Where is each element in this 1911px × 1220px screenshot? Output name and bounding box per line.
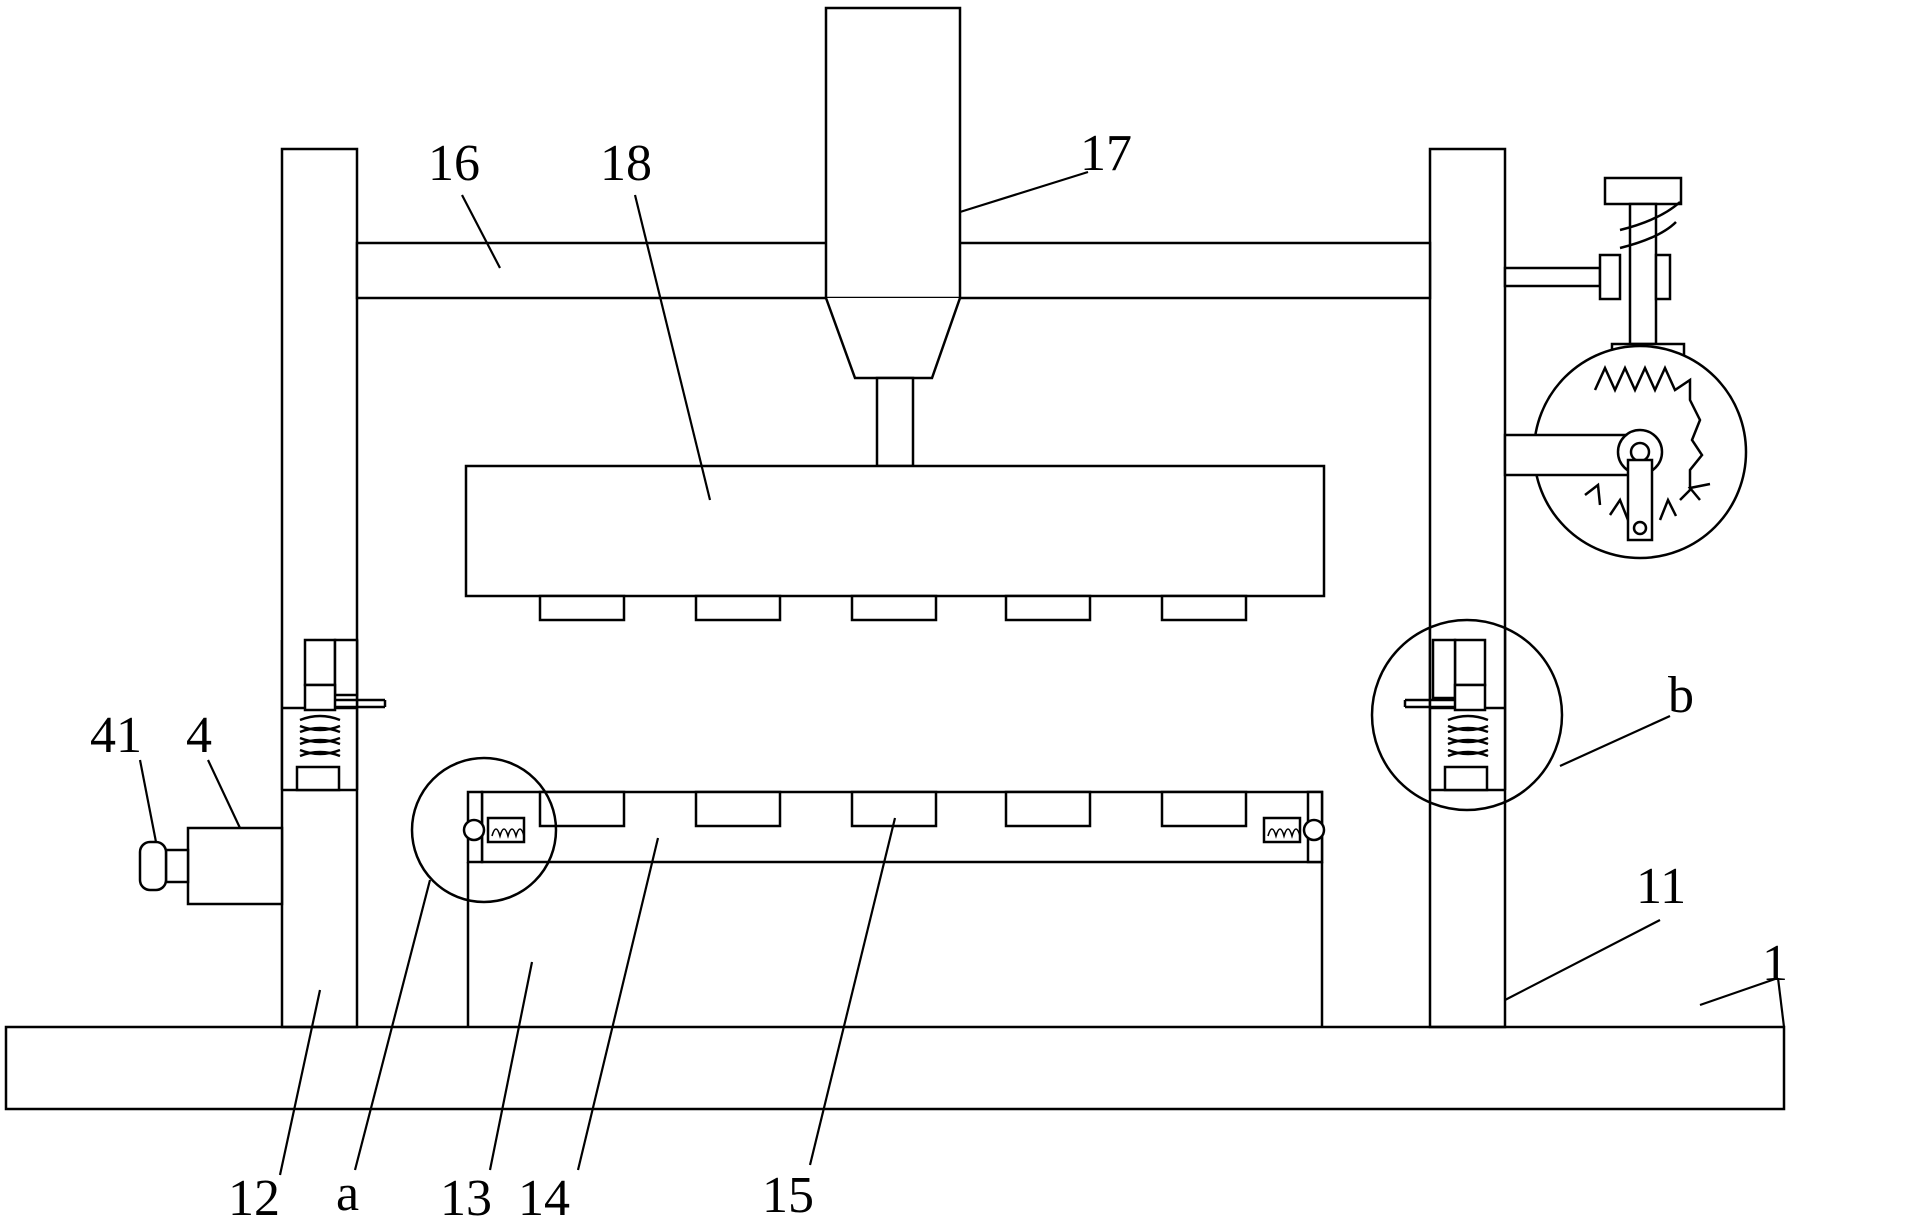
label-b: b (1668, 667, 1694, 724)
base-plate (4, 1025, 1786, 1111)
label-18: 18 (600, 135, 652, 192)
base-support (466, 862, 1324, 1027)
lower-mold (462, 790, 1326, 864)
label-12: 12 (228, 1170, 280, 1220)
label-17: 17 (1080, 125, 1132, 182)
label-15: 15 (762, 1167, 814, 1220)
labels: 16 18 17 41 4 b 11 1 12 a 13 14 15 (90, 125, 1788, 1220)
leader-lines (138, 170, 1786, 1176)
label-1: 1 (1762, 935, 1788, 992)
label-16: 16 (428, 135, 480, 192)
detail-circle-a (410, 756, 558, 904)
label-11: 11 (1636, 858, 1686, 915)
press-head (464, 464, 1326, 622)
right-column (1403, 147, 1507, 1029)
detail-circle-b (1370, 618, 1564, 812)
gear-mechanism (1503, 176, 1748, 560)
knob-assembly (138, 826, 284, 906)
label-14: 14 (518, 1170, 570, 1220)
label-4: 4 (186, 707, 212, 764)
label-41: 41 (90, 707, 142, 764)
left-column (280, 147, 387, 1029)
label-a: a (336, 1165, 359, 1220)
cylinder (824, 6, 962, 468)
label-13: 13 (440, 1170, 492, 1220)
